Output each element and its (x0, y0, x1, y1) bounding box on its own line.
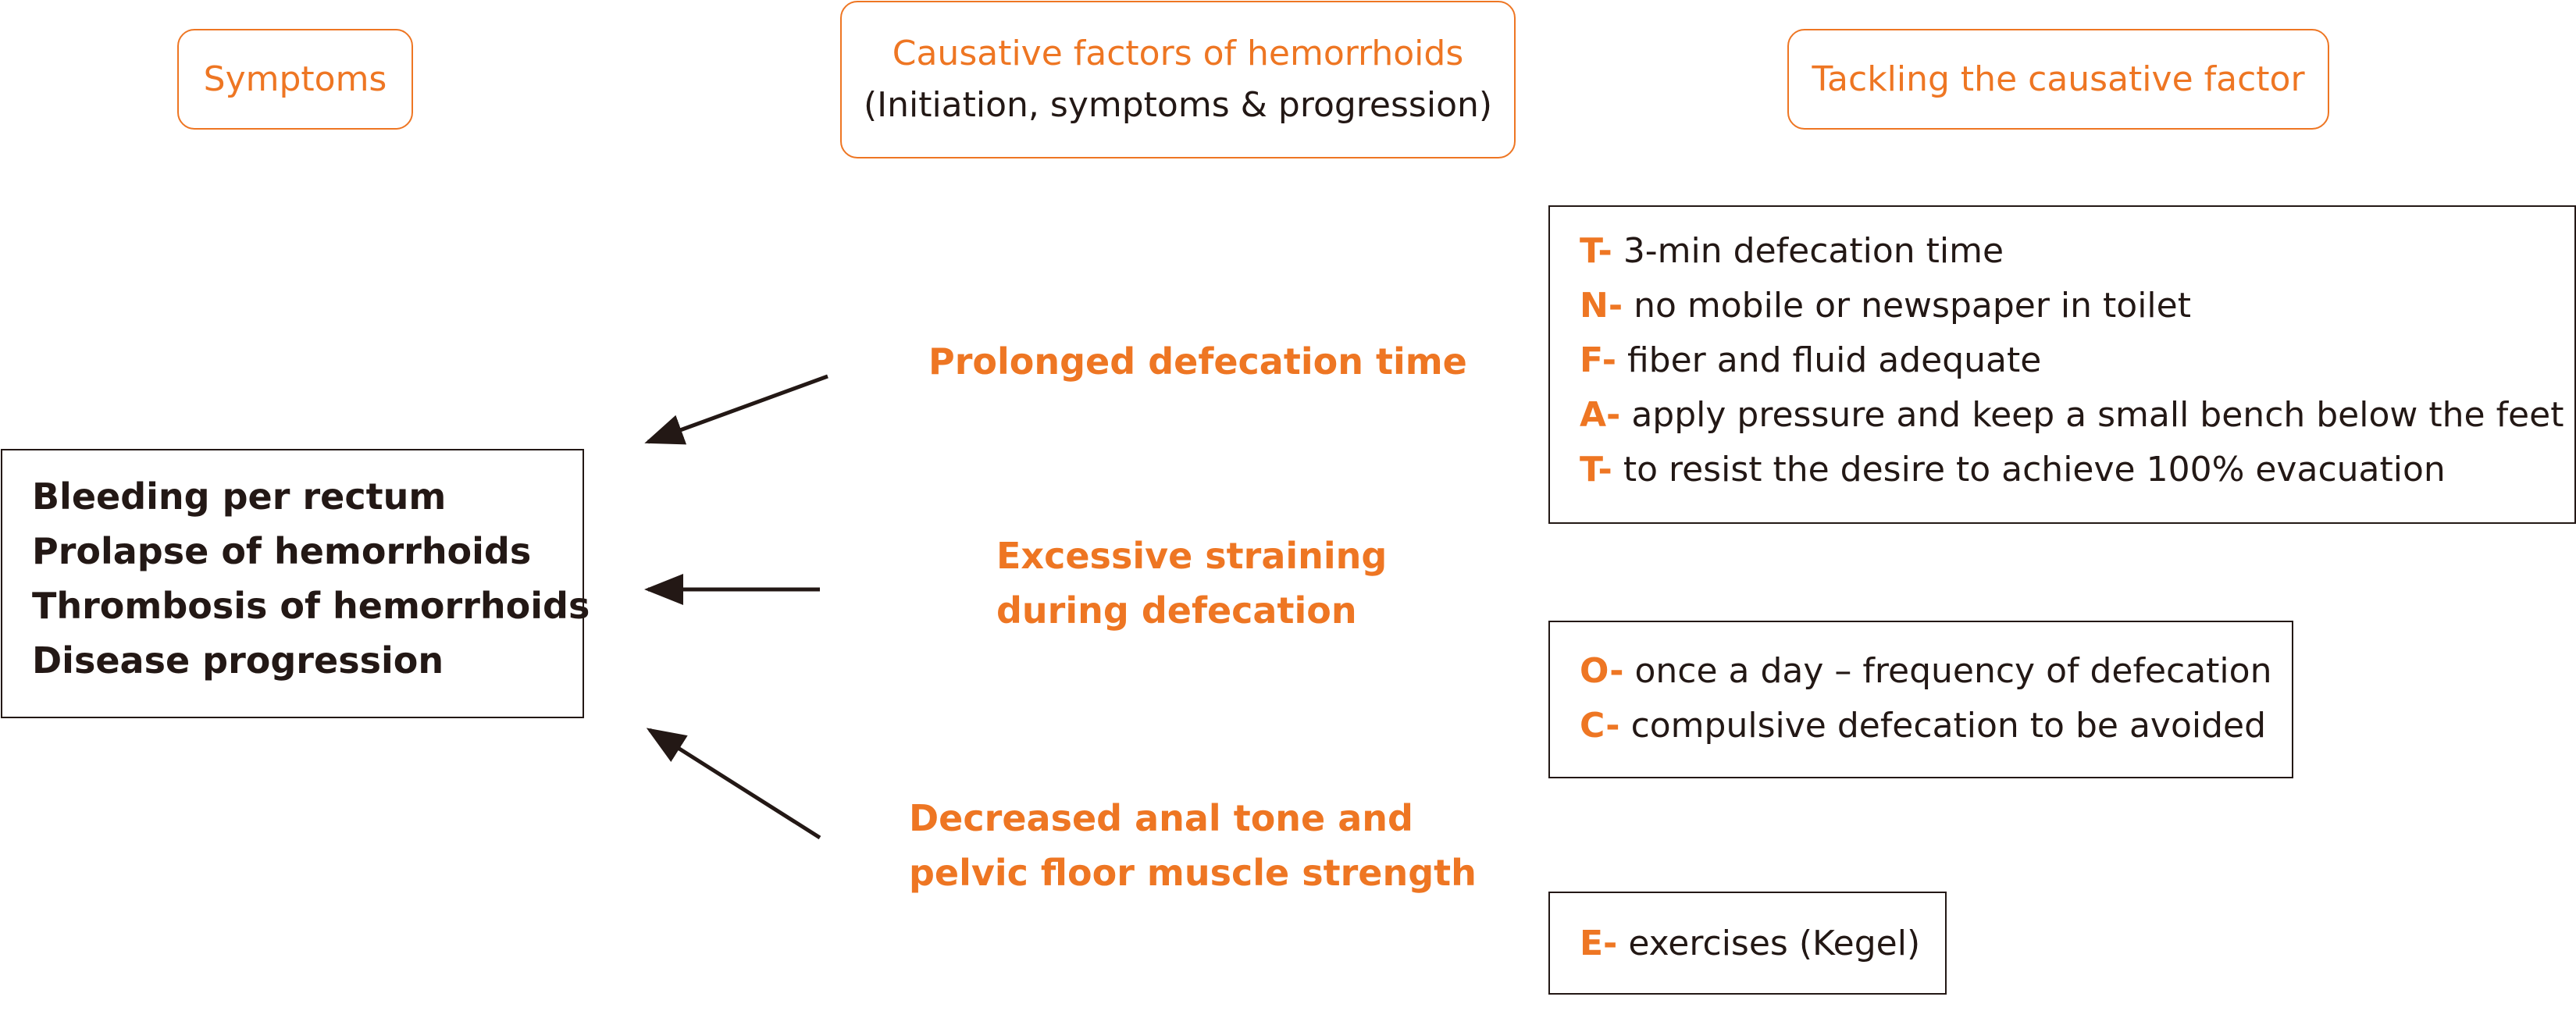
tackling-header-label: Tackling the causative factor (1812, 59, 2305, 99)
tip-item: T- to resist the desire to achieve 100% … (1580, 443, 2574, 497)
symptoms-box: Bleeding per rectum Prolapse of hemorrho… (1, 449, 590, 718)
tip-text: once a day – frequency of defecation (1634, 651, 2272, 691)
tip-text: apply pressure and keep a small bench be… (1631, 395, 2564, 435)
tips-box-frequency: O- once a day – frequency of defecation … (1548, 621, 2293, 778)
tip-text: no mobile or newspaper in toilet (1634, 286, 2191, 326)
tip-item: T- 3-min defecation time (1580, 224, 2574, 279)
tip-item: O- once a day – frequency of defecation (1580, 644, 2292, 699)
tip-letter: N- (1580, 286, 1623, 326)
factor-prolonged-defecation: Prolonged defecation time (928, 334, 1467, 389)
tips-box-exercises: E- exercises (Kegel) (1548, 892, 1947, 995)
symptom-item: Disease progression (32, 639, 444, 682)
tip-item: E- exercises (Kegel) (1580, 917, 1945, 971)
tip-letter: O- (1580, 651, 1624, 691)
symptom-item: Prolapse of hemorrhoids (32, 530, 532, 572)
tip-letter: F- (1580, 340, 1616, 380)
symptoms-header: Symptoms (177, 29, 413, 130)
factor-line: pelvic floor muscle strength (909, 852, 1477, 894)
tackling-header: Tackling the causative factor (1787, 29, 2329, 130)
tip-letter: T- (1580, 450, 1612, 489)
tip-text: compulsive defecation to be avoided (1630, 706, 2267, 746)
arrow-anal-tone-to-symptoms (646, 728, 821, 840)
tip-item: F- fiber and fluid adequate (1580, 333, 2574, 388)
causative-factors-title: Causative factors of hemorrhoids (892, 34, 1464, 73)
tip-text: 3-min defecation time (1623, 231, 2004, 271)
tip-letter: E- (1580, 924, 1618, 963)
factor-line: Prolonged defecation time (928, 340, 1467, 383)
tip-letter: T- (1580, 231, 1612, 271)
tip-item: C- compulsive defecation to be avoided (1580, 699, 2292, 753)
factor-line: Decreased anal tone and (909, 797, 1413, 839)
tip-letter: A- (1580, 395, 1621, 435)
symptoms-header-label: Symptoms (203, 59, 387, 99)
tip-item: N- no mobile or newspaper in toilet (1580, 279, 2574, 333)
symptom-item: Thrombosis of hemorrhoids (32, 585, 590, 627)
factor-line: Excessive straining (996, 535, 1388, 577)
symptom-item: Bleeding per rectum (32, 475, 447, 518)
tips-box-defecation-habits: T- 3-min defecation time N- no mobile or… (1548, 205, 2576, 524)
factor-line: during defecation (996, 589, 1357, 632)
factor-decreased-anal-tone: Decreased anal tone and pelvic floor mus… (909, 791, 1477, 900)
arrow-prolonged-to-symptoms (644, 374, 828, 445)
causative-factors-subtitle: (Initiation, symptoms & progression) (863, 85, 1493, 125)
tip-text: fiber and fluid adequate (1626, 340, 2042, 380)
causative-factors-header: Causative factors of hemorrhoids (Initia… (840, 1, 1516, 158)
tip-item: A- apply pressure and keep a small bench… (1580, 388, 2574, 443)
tip-text: exercises (Kegel) (1628, 924, 1921, 963)
tip-text: to resist the desire to achieve 100% eva… (1623, 450, 2446, 489)
factor-excessive-straining: Excessive straining during defecation (996, 529, 1387, 638)
tip-letter: C- (1580, 706, 1620, 746)
